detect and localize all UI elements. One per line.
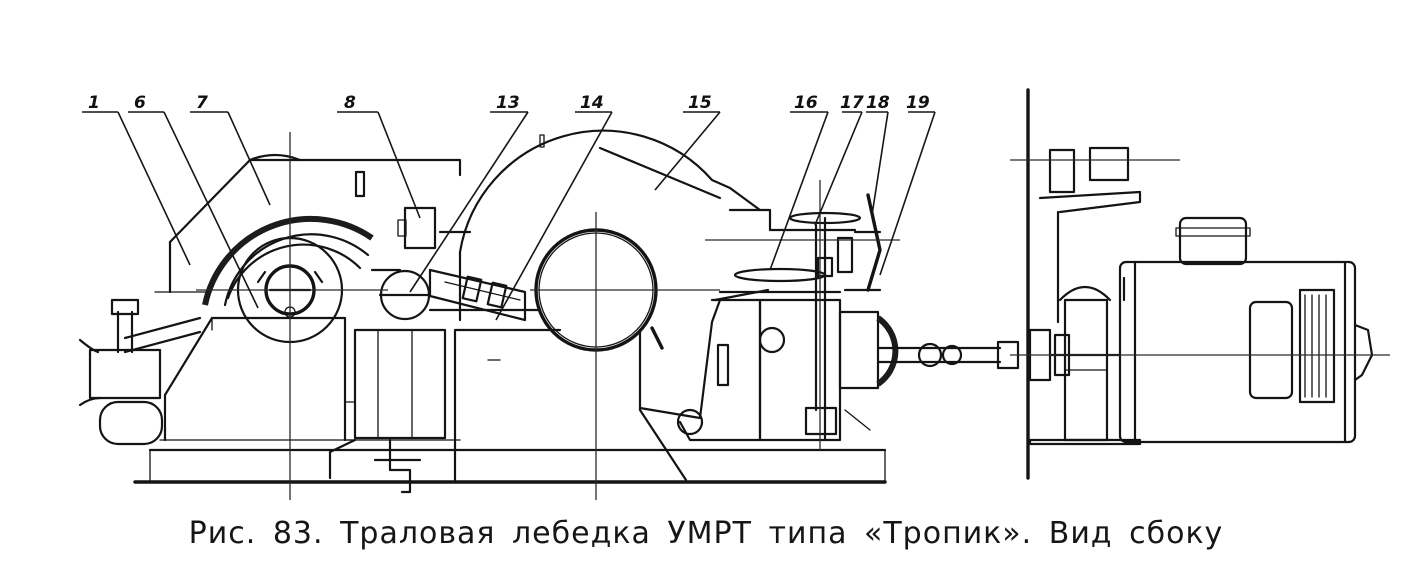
deck-control-box — [1038, 146, 1142, 324]
warping-drum — [202, 215, 374, 344]
figure-caption: Рис. 83. Траловая лебедка УМРТ типа «Тро… — [188, 516, 1224, 551]
left-bearing-pedestal — [163, 316, 356, 442]
motor-coupling — [1028, 286, 1142, 446]
callout-7: 7 — [196, 93, 208, 113]
callout-labels: 1 6 7 8 13 14 15 16 17 18 19 — [88, 93, 930, 113]
control-handwheels — [733, 193, 882, 442]
electric-motor — [1118, 216, 1374, 444]
callout-13: 13 — [496, 93, 520, 113]
leader-lines — [82, 111, 936, 321]
right-gearbox — [676, 208, 857, 442]
base-frame — [133, 439, 887, 484]
center-lines — [196, 132, 1390, 500]
callout-19: 19 — [906, 93, 930, 113]
callout-16: 16 — [794, 93, 818, 113]
callout-17: 17 — [840, 93, 864, 113]
coupling-shaft — [428, 268, 542, 322]
callout-14: 14 — [580, 93, 604, 113]
brake-unit — [370, 206, 472, 321]
callout-1: 1 — [88, 93, 100, 113]
callout-18: 18 — [866, 93, 890, 113]
callout-8: 8 — [344, 93, 356, 113]
callout-15: 15 — [688, 93, 712, 113]
drum-cover — [168, 134, 545, 294]
left-guide-assembly — [78, 291, 206, 446]
output-flange — [838, 310, 1020, 390]
callout-6: 6 — [134, 93, 146, 113]
intermediate-gearbox — [328, 328, 447, 494]
